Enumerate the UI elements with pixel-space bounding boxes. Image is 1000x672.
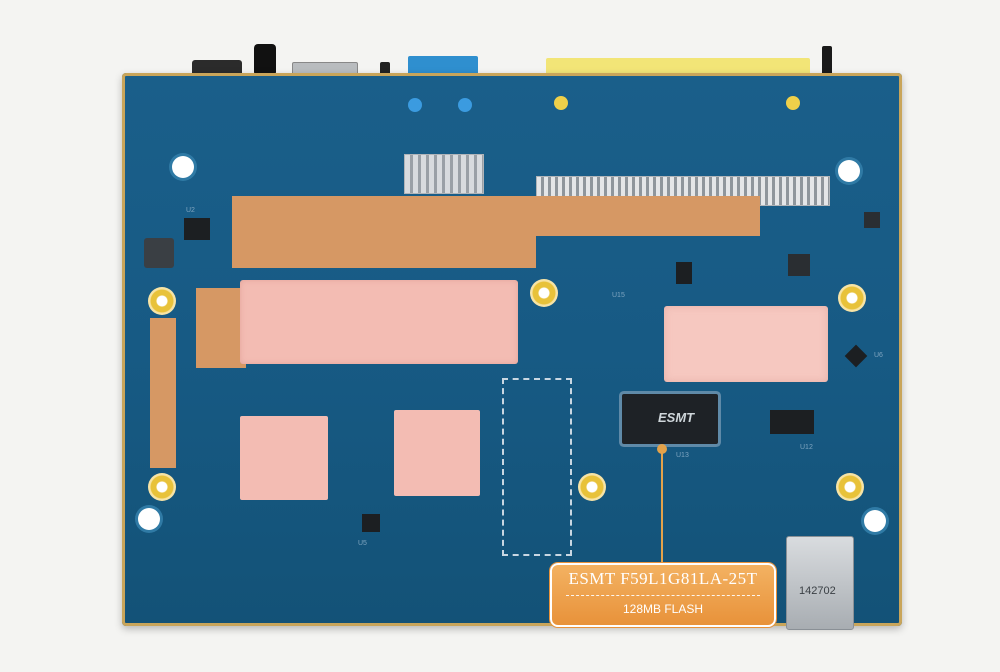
mounting-hole — [838, 160, 860, 182]
screw-pad — [836, 473, 864, 501]
copper-strip-top — [232, 196, 536, 268]
blue-connector — [408, 56, 478, 76]
ic-u15 — [676, 262, 692, 284]
screw-pad — [148, 473, 176, 501]
regulator — [788, 254, 810, 276]
ic-u12 — [770, 410, 814, 434]
small-button — [380, 62, 390, 76]
callout-box: ESMT F59L1G81LA-25T 128MB FLASH — [550, 563, 776, 627]
mounting-hole — [172, 156, 194, 178]
screw-pad — [838, 284, 866, 312]
yellow-screw — [554, 96, 568, 110]
ic-u5 — [362, 514, 380, 532]
callout-subtitle: 128MB FLASH — [622, 602, 704, 616]
thermal-pad-right — [664, 306, 828, 382]
ic-u12-label: U12 — [800, 444, 813, 451]
callout-leader-line — [661, 448, 663, 564]
mounting-hole — [864, 510, 886, 532]
usb-port: 142702 — [786, 536, 854, 630]
ic-u2 — [184, 218, 210, 240]
ic-u6-label: U6 — [874, 352, 883, 359]
component-outline — [502, 378, 572, 556]
callout-divider — [566, 595, 760, 596]
ic-u2-label: U2 — [186, 207, 195, 214]
copper-strip-left-vertical — [150, 318, 176, 468]
screw-pad — [148, 287, 176, 315]
copper-strip-top-right — [520, 196, 760, 236]
reset-button — [254, 44, 276, 76]
screw-pad — [578, 473, 606, 501]
callout-title: ESMT F59L1G81LA-25T — [568, 569, 758, 588]
usb-port-code: 142702 — [799, 585, 836, 597]
blue-screw — [408, 98, 422, 112]
regulator — [864, 212, 880, 228]
ic-u15-label: U15 — [612, 292, 625, 299]
blue-screw — [458, 98, 472, 112]
thermal-pad-square-mid — [394, 410, 480, 496]
flash-chip-brand: ESMT — [658, 410, 695, 425]
flash-chip-ref: U13 — [676, 452, 689, 459]
ic-u5-label: U5 — [358, 540, 367, 547]
mounting-hole — [138, 508, 160, 530]
thermal-pad-large — [240, 280, 518, 364]
inductor — [144, 238, 174, 268]
screw-pad — [530, 279, 558, 307]
callout-leader-dot — [657, 444, 667, 454]
yellow-screw — [786, 96, 800, 110]
pin-header-small — [404, 154, 484, 194]
thermal-pad-square-left — [240, 416, 328, 500]
copper-area-left — [196, 288, 246, 368]
antenna-stub — [822, 46, 832, 76]
flash-chip: ESMT — [622, 394, 718, 444]
